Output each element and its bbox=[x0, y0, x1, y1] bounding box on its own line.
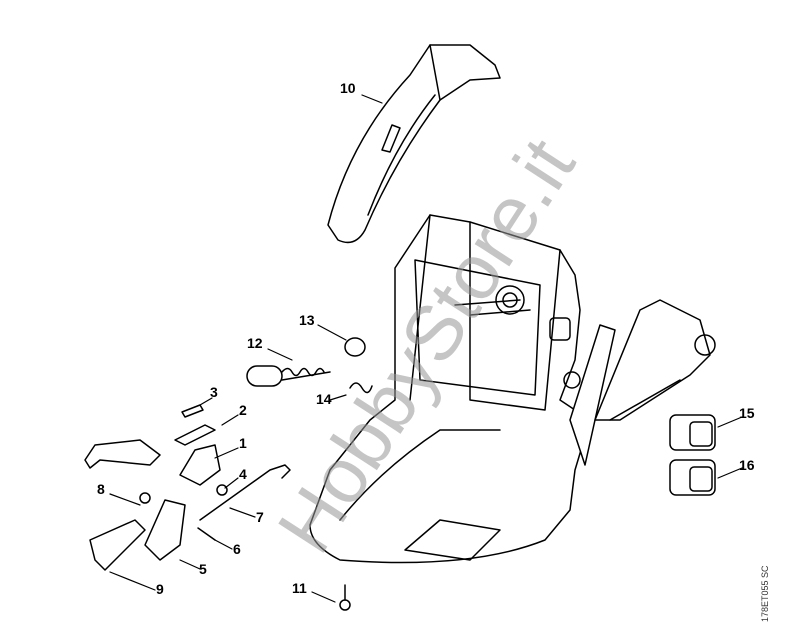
part-label-13[interactable]: 13 bbox=[299, 312, 315, 328]
part-label-6[interactable]: 6 bbox=[233, 541, 241, 557]
part-label-3[interactable]: 3 bbox=[210, 384, 218, 400]
bushing-part-16 bbox=[669, 459, 716, 496]
bushing-part-15 bbox=[669, 414, 716, 451]
spring-part-12 bbox=[246, 365, 331, 387]
part-label-8[interactable]: 8 bbox=[97, 481, 105, 497]
leader-lines bbox=[109, 94, 743, 603]
part-label-9[interactable]: 9 bbox=[156, 581, 164, 597]
cap-part-13 bbox=[344, 337, 366, 357]
part-label-4[interactable]: 4 bbox=[239, 466, 247, 482]
drawing-code: 178ET055 SC bbox=[760, 565, 770, 622]
part-label-1[interactable]: 1 bbox=[239, 435, 247, 451]
part-label-5[interactable]: 5 bbox=[199, 561, 207, 577]
part-label-10[interactable]: 10 bbox=[340, 80, 356, 96]
screw-part-11 bbox=[339, 584, 351, 611]
housing bbox=[309, 214, 591, 564]
part-label-7[interactable]: 7 bbox=[256, 509, 264, 525]
handle-part-10 bbox=[327, 44, 501, 244]
part-label-12[interactable]: 12 bbox=[247, 335, 263, 351]
part-label-14[interactable]: 14 bbox=[316, 391, 332, 407]
spring-part-14 bbox=[349, 382, 373, 394]
part-label-2[interactable]: 2 bbox=[239, 402, 247, 418]
part-label-11[interactable]: 11 bbox=[292, 580, 307, 596]
part-label-15[interactable]: 15 bbox=[739, 405, 755, 421]
side-arm bbox=[569, 299, 716, 466]
trigger-parts bbox=[84, 404, 291, 571]
part-label-16[interactable]: 16 bbox=[739, 457, 755, 473]
